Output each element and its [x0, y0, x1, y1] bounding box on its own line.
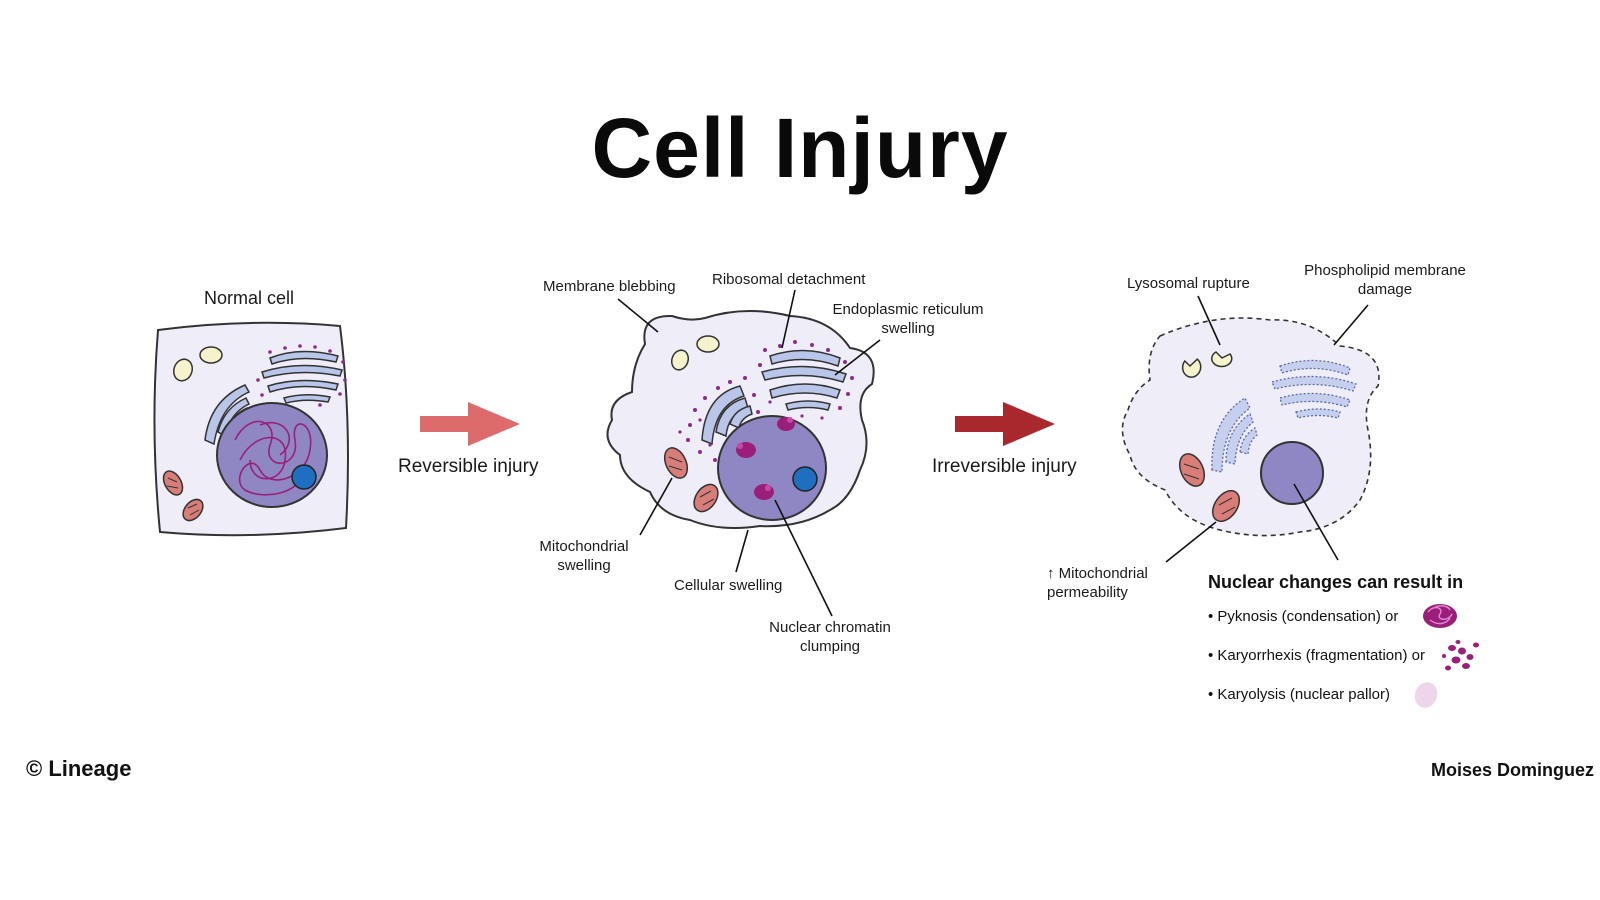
reversible-golgi	[761, 349, 847, 411]
irreversible-nucleus	[1260, 441, 1324, 505]
normal-mitochondrion	[182, 498, 204, 522]
legend-heading: Nuclear changes can result in	[1208, 572, 1464, 592]
reversible-nucleus	[717, 415, 827, 521]
normal-vesicle	[199, 346, 223, 364]
label-phospholipid-damage: Phospholipid membrane damage	[1304, 262, 1466, 298]
label-mito-swelling: Mitochondrial swelling	[539, 538, 629, 574]
reversible-vesicle	[670, 349, 690, 371]
label-er-swelling: Endoplasmic reticulum swelling	[832, 301, 984, 337]
legend-item-karyorrhexis: • Karyorrhexis (fragmentation) or	[1208, 647, 1425, 664]
irreversible-golgi	[1271, 359, 1357, 419]
irreversible-cell-membrane	[1121, 317, 1380, 537]
legend-item-karyolysis: • Karyolysis (nuclear pallor)	[1208, 686, 1390, 703]
label-ribosomal-detachment: Ribosomal detachment	[712, 271, 866, 288]
page-title: Cell Injury	[591, 101, 1009, 195]
stage-label-irreversible: Irreversible injury	[932, 456, 1077, 477]
irreversible-cell	[1121, 295, 1380, 563]
label-lysosomal-rupture: Lysosomal rupture	[1127, 275, 1250, 292]
reversible-mitochondrion	[663, 447, 689, 479]
irreversible-er	[1211, 397, 1258, 473]
pyknosis-icon	[1423, 604, 1457, 628]
stage-label-reversible: Reversible injury	[398, 456, 539, 477]
reversible-leader-lines	[617, 289, 881, 617]
label-chromatin-clumping: Nuclear chromatin clumping	[769, 619, 891, 655]
karyolysis-icon	[1414, 682, 1438, 708]
label-mito-permeability: ↑ Mitochondrial permeability	[1047, 565, 1148, 601]
irreversible-arrow	[955, 402, 1055, 446]
normal-nucleus	[216, 402, 328, 508]
reversible-vesicle	[696, 335, 720, 353]
legend-item-pyknosis: • Pyknosis (condensation) or	[1208, 608, 1399, 625]
label-membrane-blebbing: Membrane blebbing	[543, 278, 676, 295]
label-cellular-swelling: Cellular swelling	[674, 577, 783, 594]
reversible-arrow	[420, 402, 520, 446]
stage-label-normal: Normal cell	[204, 288, 295, 308]
irreversible-mitochondrion	[1178, 453, 1206, 487]
irreversible-lysosomes	[1181, 351, 1233, 378]
normal-nucleolus	[291, 464, 317, 490]
reversible-cell	[606, 289, 881, 617]
karyorrhexis-icon	[1442, 640, 1479, 671]
irreversible-mitochondrion	[1211, 489, 1241, 523]
reversible-er	[701, 385, 753, 446]
footer-copyright: © Lineage	[26, 756, 132, 781]
reversible-nucleolus	[792, 466, 818, 492]
footer-author: Moises Dominguez	[1430, 760, 1594, 780]
normal-cell	[153, 321, 349, 537]
reversible-ribosomes	[678, 340, 854, 462]
normal-mitochondrion	[162, 470, 184, 496]
normal-chromatin	[234, 420, 312, 496]
reversible-mitochondrion	[693, 483, 719, 513]
normal-golgi	[261, 350, 343, 404]
normal-vesicle	[172, 358, 194, 382]
reversible-chromatin-clumps	[736, 417, 795, 500]
irreversible-leader-lines	[1165, 295, 1369, 563]
